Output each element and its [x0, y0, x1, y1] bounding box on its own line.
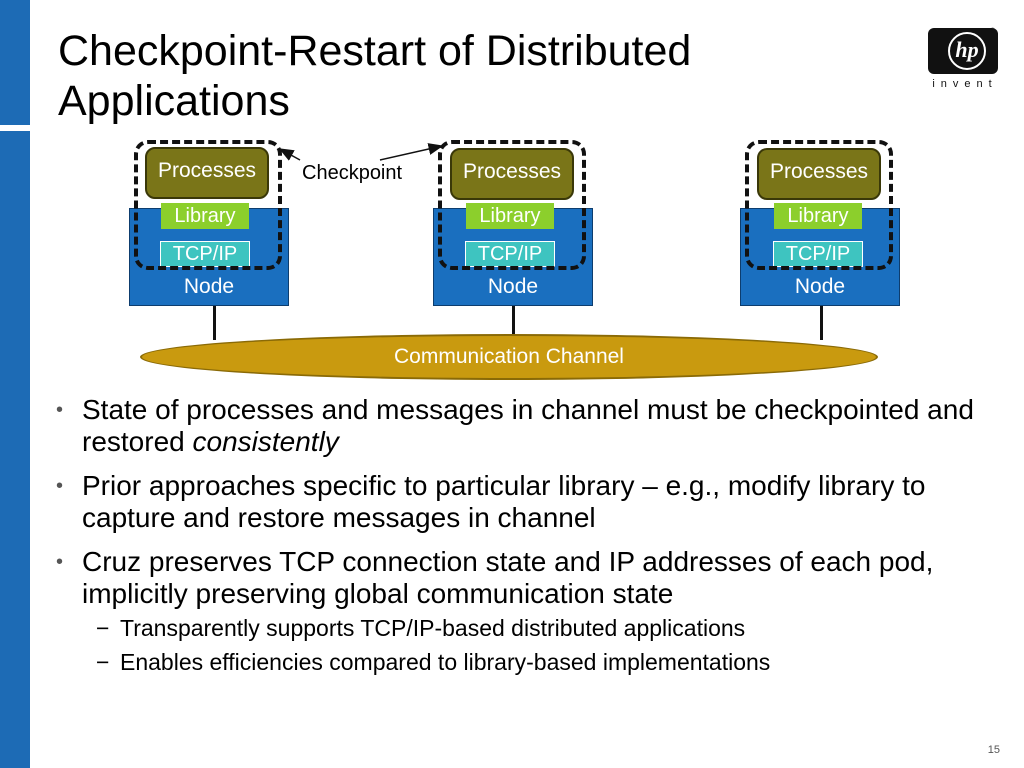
library-box-1: Library: [161, 203, 249, 229]
checkpoint-arrow-right: [379, 143, 444, 161]
node-channel-connector-2: [512, 306, 515, 340]
sub-bullet-text-2: Enables efficiencies compared to library…: [120, 649, 771, 675]
bullet-item-3: • Cruz preserves TCP connection state an…: [54, 546, 984, 610]
bullet-item-2: • Prior approaches specific to particula…: [54, 470, 984, 534]
library-box-3: Library: [774, 203, 862, 229]
hp-logo-tagline: invent: [932, 78, 998, 90]
checkpoint-boundary-3: [745, 140, 893, 270]
checkpoint-arrow-left: [278, 148, 301, 161]
bullet-list: • State of processes and messages in cha…: [54, 394, 984, 678]
slide-title: Checkpoint-Restart of Distributed Applic…: [58, 27, 692, 125]
hp-logo-mark: hp: [948, 32, 986, 70]
bullet-dot-icon: •: [56, 551, 64, 573]
node-label-3: Node: [794, 275, 846, 298]
checkpoint-label: Checkpoint: [302, 162, 403, 184]
bullet-dot-icon: •: [56, 475, 64, 497]
page-number: 15: [987, 744, 1000, 756]
sub-bullet-item-2: − Enables efficiencies compared to libra…: [54, 646, 984, 678]
bullet-text-2: Prior approaches specific to particular …: [82, 470, 926, 533]
node-label-1: Node: [183, 275, 235, 298]
sub-bullet-text-1: Transparently supports TCP/IP-based dist…: [120, 615, 746, 641]
left-accent-bar: [0, 0, 30, 768]
sub-bullet-dash-icon: −: [96, 649, 110, 675]
left-accent-notch: [0, 125, 30, 131]
bullet-item-1: • State of processes and messages in cha…: [54, 394, 984, 458]
communication-channel: Communication Channel: [140, 334, 878, 380]
library-box-2: Library: [466, 203, 554, 229]
sub-bullet-item-1: − Transparently supports TCP/IP-based di…: [54, 612, 984, 644]
bullet-dot-icon: •: [56, 399, 64, 421]
sub-bullet-dash-icon: −: [96, 615, 110, 641]
bullet-text-3: Cruz preserves TCP connection state and …: [82, 546, 934, 609]
bullet-emphasis: consistently: [192, 426, 339, 457]
checkpoint-boundary-2: [438, 140, 586, 270]
hp-logo-badge: hp: [928, 28, 998, 74]
node-channel-connector-1: [213, 306, 216, 340]
checkpoint-boundary-1: [134, 140, 282, 270]
node-channel-connector-3: [820, 306, 823, 340]
processes-box-1: Processes: [145, 147, 269, 199]
processes-box-3: Processes: [757, 148, 881, 200]
bullet-text-1: State of processes and messages in chann…: [82, 394, 974, 457]
node-label-2: Node: [487, 275, 539, 298]
hp-logo: hp ® invent: [928, 28, 1002, 94]
registered-icon: ®: [990, 28, 996, 35]
tcpip-box-3: TCP/IP: [773, 241, 863, 267]
processes-box-2: Processes: [450, 148, 574, 200]
